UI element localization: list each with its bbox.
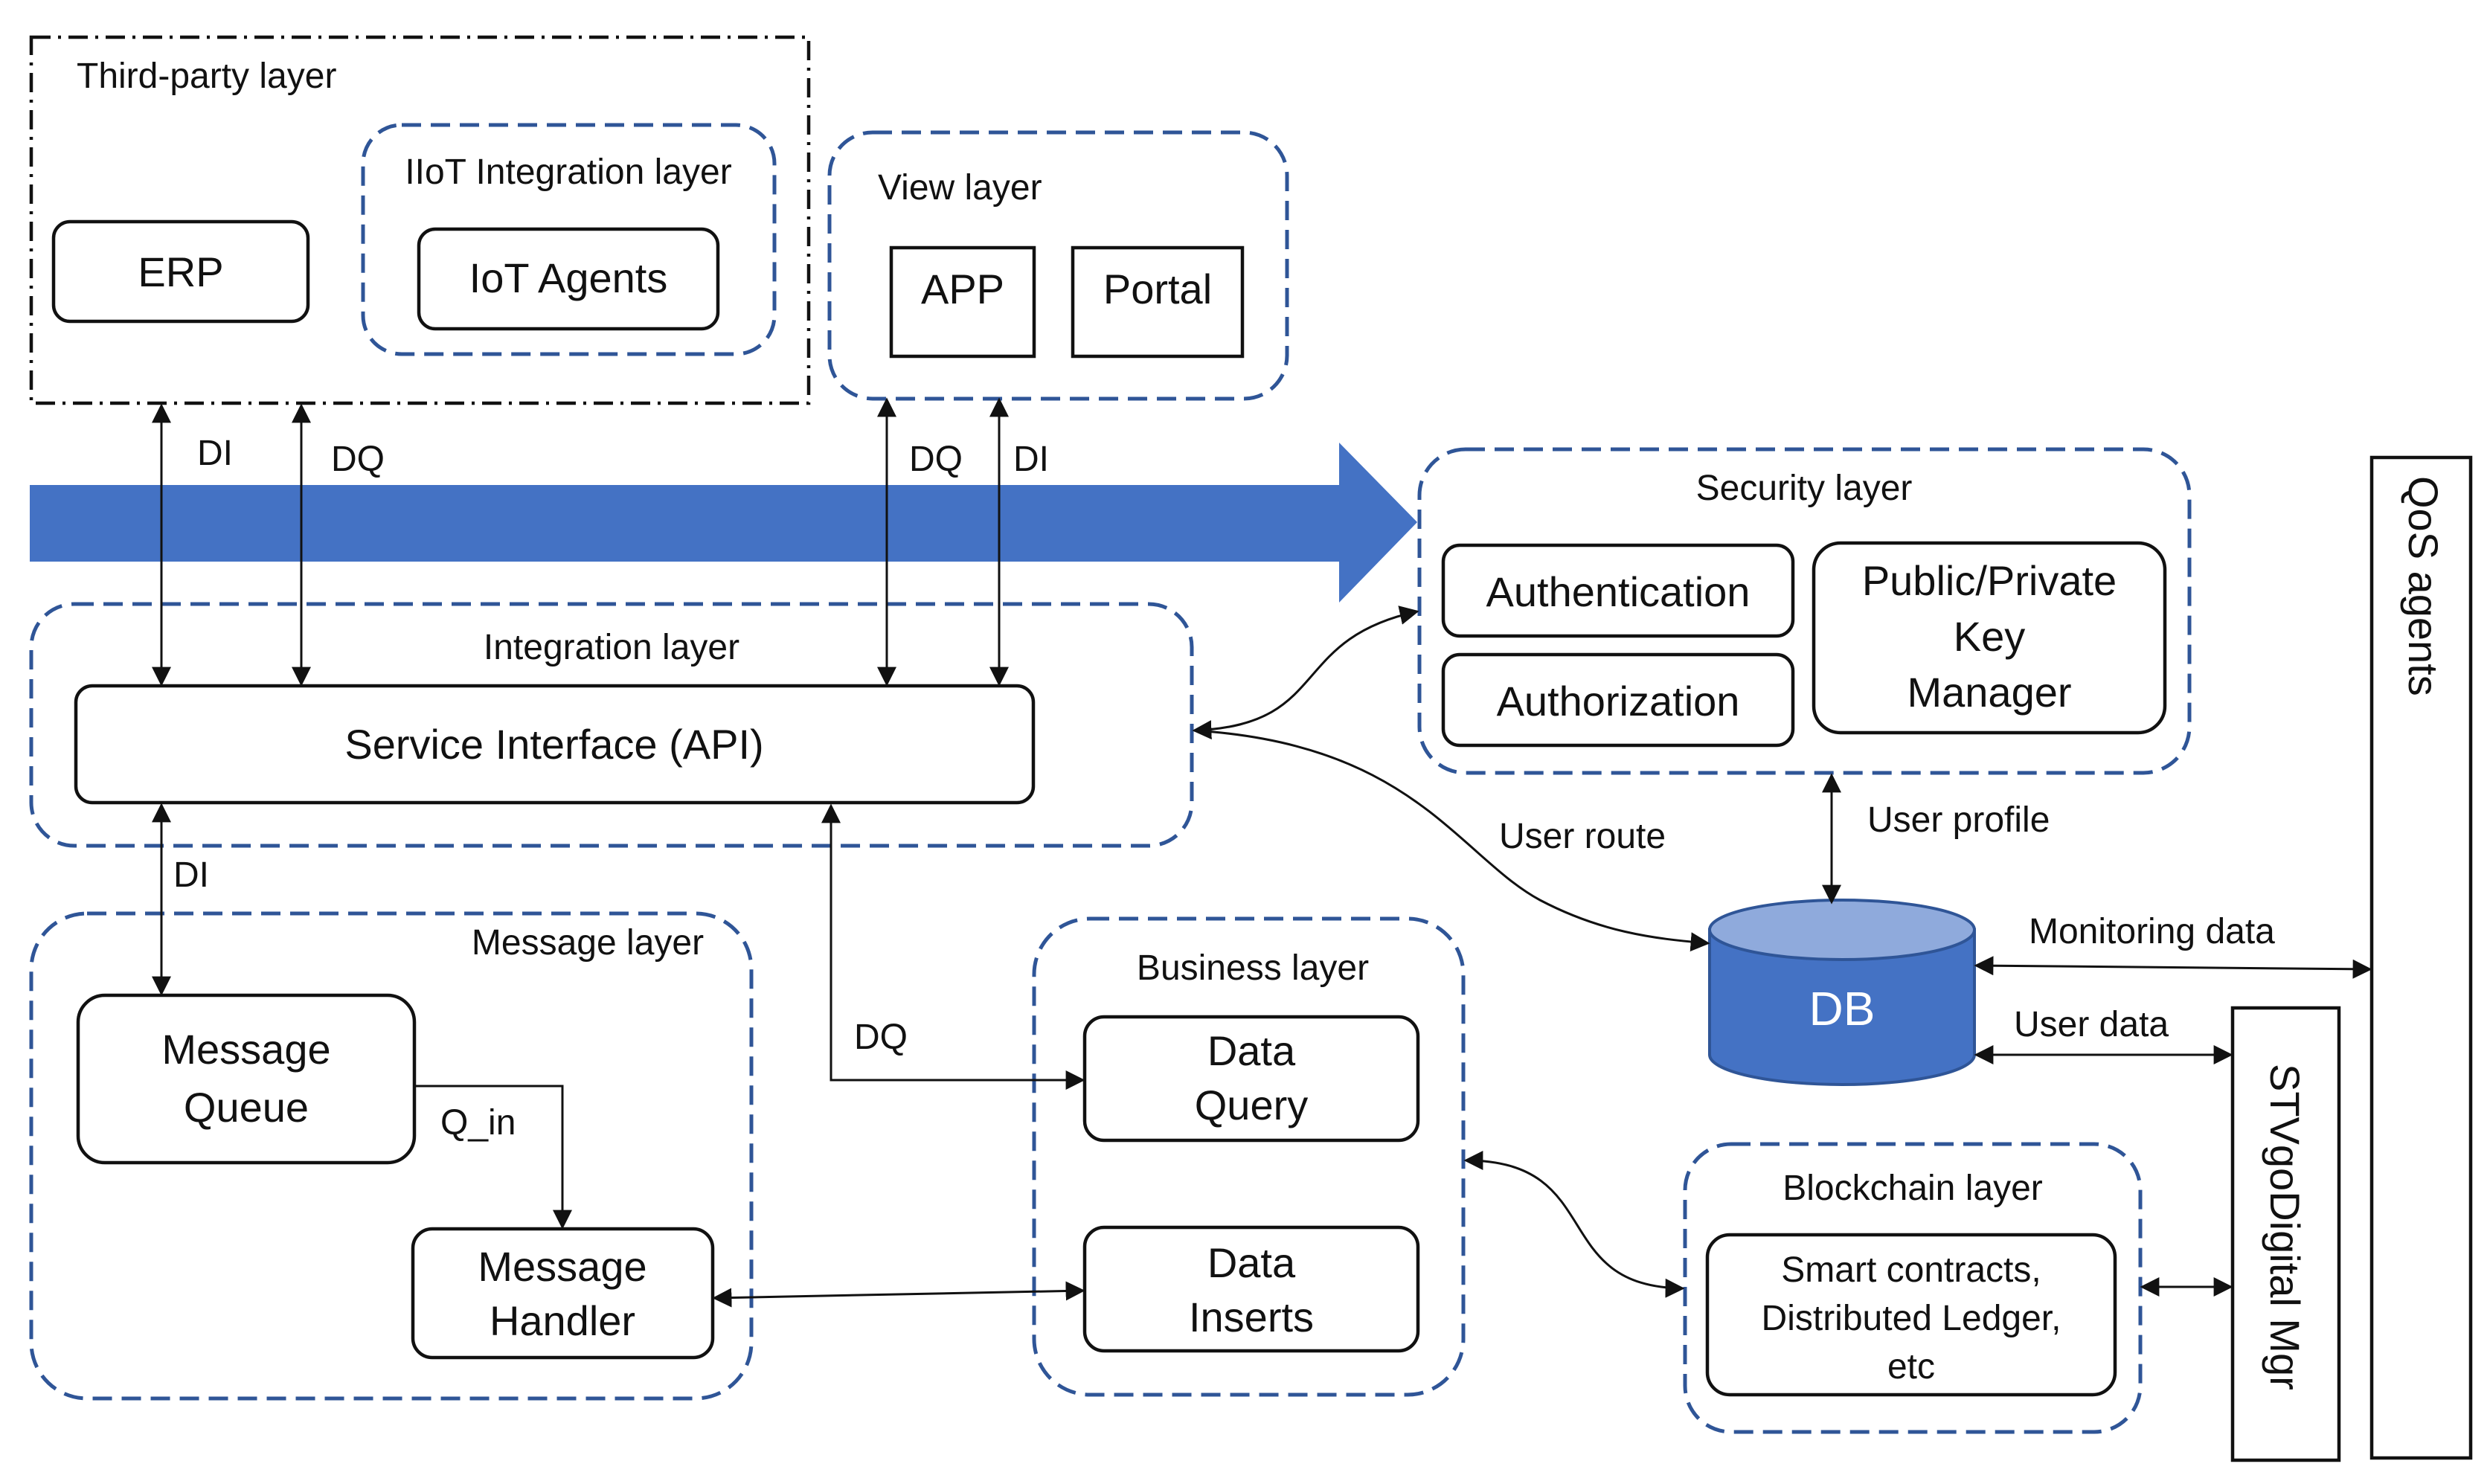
integration-layer-label: Integration layer [484,628,739,667]
edge-label-monitoring-data: Monitoring data [2029,912,2275,951]
blockchain-layer: Blockchain layer [1683,1142,2143,1434]
edge-label-user-data: User data [2014,1005,2169,1044]
blockchain-layer-label: Blockchain layer [1783,1169,2043,1208]
edge-label-dq-iiot: DQ [331,440,385,479]
edge-business-blockchain [1463,1151,1685,1298]
security-layer-label: Security layer [1696,469,1913,508]
edge-api-data-query [821,803,1085,1090]
edge-label-dq-app: DQ [909,440,963,479]
iiot-integration-layer: IIoT Integration layer [361,123,777,356]
authorization-box: Authorization [1441,652,1795,748]
edge-monitoring-data [1974,956,2372,979]
stvgo-mgr-box: STVgoDigital Mgr [2230,1006,2341,1462]
stvgo-mgr-label: STVgoDigital Mgr [2262,1064,2308,1390]
edge-label-user-route: User route [1499,817,1666,856]
third-party-layer: Third-party layer [29,35,811,405]
integration-layer: Integration layer [29,602,1194,848]
edge-label-di-message: DI [173,855,209,895]
app-box: APP [889,245,1036,359]
service-interface-label: Service Interface (API) [344,721,763,768]
edge-label-q-in: Q_in [440,1103,516,1143]
qos-agents-box: QoS agents [2369,455,2473,1460]
erp-label: ERP [138,248,223,295]
service-interface-box: Service Interface (API) [74,684,1036,805]
message-layer-label: Message layer [472,923,704,963]
view-layer: View layer [827,130,1289,401]
db-label: DB [1809,982,1875,1035]
smart-contracts-label-line3: etc [1887,1347,1935,1387]
message-handler-label-line1: Message [478,1243,646,1290]
iot-agents-box: IoT Agents [417,227,720,331]
iiot-layer-label: IIoT Integration layer [405,152,731,192]
edge-integration-security [1192,606,1419,740]
business-layer-label: Business layer [1137,948,1369,988]
qos-agents-label: QoS agents [2400,476,2447,696]
edge-label-di-erp: DI [197,434,233,473]
business-layer: Business layer [1032,916,1466,1397]
erp-box: ERP [51,219,310,324]
key-manager-box: Public/Private Key Manager [1812,541,2167,735]
message-queue-label-line2: Queue [184,1084,309,1131]
edge-label-dq-business: DQ [854,1018,908,1057]
edge-label-user-profile: User profile [1867,800,2050,840]
data-query-box: Data Query [1082,1015,1420,1143]
data-query-label-line1: Data [1207,1027,1296,1074]
data-inserts-box: Data Inserts [1082,1225,1420,1353]
authentication-box: Authentication [1441,543,1795,638]
message-layer: Message layer [29,911,754,1401]
key-manager-label-line1: Public/Private [1862,557,2117,604]
portal-label: Portal [1103,266,1212,312]
data-inserts-label-line2: Inserts [1189,1294,1314,1340]
portal-box: Portal [1071,245,1245,359]
edge-user-route [1193,729,1710,952]
security-layer: Security layer [1417,447,2192,775]
authorization-label: Authorization [1497,678,1740,725]
db-cylinder: DB [1708,899,1976,1086]
data-inserts-label-line1: Data [1207,1239,1296,1286]
edge-queue-handler [414,1085,572,1230]
authentication-label: Authentication [1486,568,1751,615]
key-manager-label-line3: Manager [1907,669,2071,716]
message-handler-box: Message Handler [411,1227,715,1360]
third-party-layer-label: Third-party layer [77,57,336,96]
edge-label-di-portal: DI [1013,440,1049,479]
message-handler-label-line2: Handler [490,1297,635,1344]
smart-contracts-box: Smart contracts, Distributed Ledger, etc [1705,1233,2117,1397]
key-manager-label-line2: Key [1954,613,2026,660]
iot-agents-label: IoT Agents [469,254,668,301]
message-queue-box: Message Queue [76,993,417,1165]
data-query-label-line2: Query [1195,1082,1309,1128]
edge-handler-inserts [712,1281,1085,1308]
smart-contracts-label-line2: Distributed Ledger, [1762,1299,2061,1338]
data-bus-arrow [30,443,1417,603]
app-label: APP [921,266,1004,312]
smart-contracts-label-line1: Smart contracts, [1781,1250,2041,1290]
message-queue-label-line1: Message [161,1026,330,1073]
view-layer-label: View layer [878,168,1042,208]
